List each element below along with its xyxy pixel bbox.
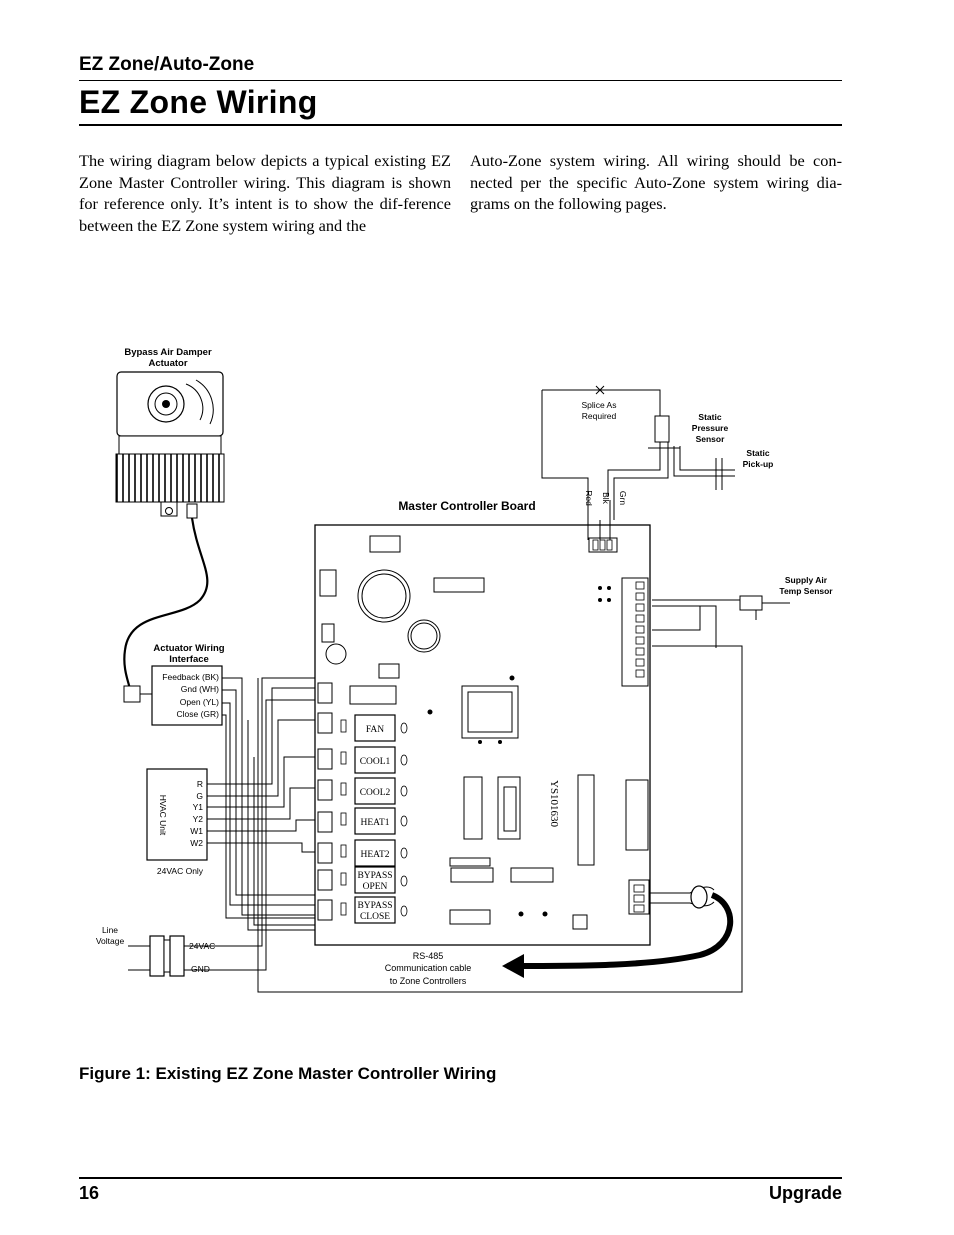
static-pickup-label-2: Pick-up [743,459,774,469]
actuator-interface-label-2: Interface [169,654,209,665]
terminal-feedback: Feedback (BK) [162,672,219,682]
sensor-labels: Splice As Required Red Blk Grn Static Pr… [582,400,834,596]
title-rule [79,124,842,126]
right-wiring [541,385,790,648]
static-pressure-label-1: Static [698,412,721,422]
supply-air-label-2: Temp Sensor [779,586,833,596]
footer-section-title: Upgrade [768,1183,842,1203]
relay-heat1-label: HEAT1 [360,818,389,828]
hvac-terminal-y2: Y2 [193,814,204,824]
header-rule [79,80,842,81]
hvac-terminal-w1: W1 [190,826,203,836]
static-pickup-label-1: Static [746,448,769,458]
relay-bypass-close-label-2: CLOSE [360,912,390,922]
wire-color-blk: Blk [601,492,611,505]
rs485-label-3: to Zone Controllers [390,976,467,986]
transformer-gnd-label: GND [191,964,210,974]
hvac-unit: HVAC Unit R G Y1 Y2 W1 W2 24VAC Only [146,768,208,876]
splice-label-2: Required [582,411,617,421]
hvac-terminal-w2: W2 [190,838,203,848]
line-voltage-label-2: Voltage [96,936,125,946]
rs485-label-1: RS-485 [413,951,444,961]
relay-cool1-label: COOL1 [360,757,391,767]
left-wiring [184,645,743,993]
page-number: 16 [79,1183,100,1203]
footer-rule [79,1177,842,1179]
static-pressure-label-3: Sensor [696,434,726,444]
terminal-close: Close (GR) [176,709,219,719]
hvac-terminal-g: G [196,791,203,801]
hvac-terminal-r: R [197,779,203,789]
relay-heat2-label: HEAT2 [360,850,389,860]
relay-blocks [354,714,396,924]
board-model-number: YS101630 [548,780,560,828]
relay-cool2-label: COOL2 [360,788,391,798]
master-controller-board: Master Controller Board FAN COOL1 COO [314,499,651,946]
line-voltage-label-1: Line [102,925,118,935]
intro-paragraph-col-2: Auto-Zone system wiring. All wiring shou… [470,151,842,213]
section-header: EZ Zone/Auto-Zone [79,54,255,75]
board-title: Master Controller Board [398,499,535,513]
line-voltage-transformer: Line Voltage 24VAC GND [96,925,215,977]
bypass-damper-actuator: Bypass Air Damper Actuator [115,347,225,703]
terminal-open: Open (YL) [180,697,219,707]
relay-fan-label: FAN [366,725,384,735]
wire-color-grn: Grn [618,491,628,505]
static-pressure-label-2: Pressure [692,423,729,433]
actuator-interface-label-1: Actuator Wiring [153,643,224,654]
damper-label-1: Bypass Air Damper [124,347,212,358]
splice-label-1: Splice As [582,400,617,410]
figure-caption: Figure 1: Existing EZ Zone Master Contro… [79,1064,497,1083]
intro-paragraph-col-1: The wiring diagram below depicts a typic… [79,151,451,235]
hvac-unit-label: HVAC Unit [158,795,168,836]
hvac-terminal-y1: Y1 [193,802,204,812]
relay-bypass-open-label-1: BYPASS [357,871,392,881]
rs485-cable: RS-485 Communication cable to Zone Contr… [385,885,734,986]
wire-color-red: Red [584,490,594,506]
damper-label-2: Actuator [148,358,187,369]
page-title: EZ Zone Wiring [79,84,318,120]
terminal-gnd: Gnd (WH) [181,684,219,694]
relay-bypass-close-label-1: BYPASS [357,901,392,911]
rs485-label-2: Communication cable [385,963,472,973]
hvac-voltage-note: 24VAC Only [157,866,204,876]
supply-air-label-1: Supply Air [785,575,828,585]
relay-bypass-open-label-2: OPEN [363,882,388,892]
actuator-wiring-interface: Actuator Wiring Interface Feedback (BK) … [151,643,225,726]
